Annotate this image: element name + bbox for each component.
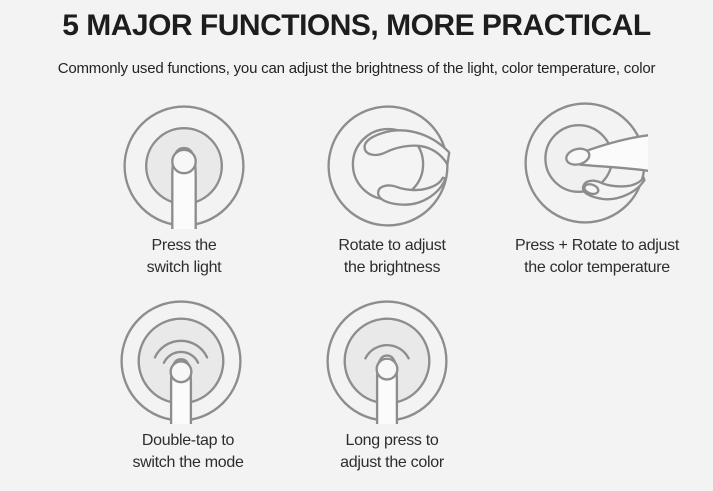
long-press-icon	[324, 298, 450, 424]
press-rotate-icon	[522, 100, 648, 226]
caption-press-rotate: Press + Rotate to adjust the color tempe…	[467, 235, 713, 279]
caption-line: Long press to	[345, 432, 439, 449]
double-tap-icon	[118, 298, 244, 424]
caption-line: switch light	[146, 259, 222, 276]
rotate-icon	[325, 103, 451, 229]
caption-line: Rotate to adjust	[338, 237, 446, 254]
press-icon	[121, 103, 247, 229]
caption-long-press: Long press to adjust the color	[262, 430, 522, 474]
caption-press: Press the switch light	[54, 235, 314, 279]
caption-line: Press + Rotate to adjust	[514, 237, 679, 254]
page-subtitle: Commonly used functions, you can adjust …	[57, 60, 656, 77]
caption-line: the color temperature	[524, 259, 670, 276]
caption-rotate: Rotate to adjust the brightness	[262, 235, 522, 279]
caption-line: Press the	[151, 237, 217, 254]
caption-double-tap: Double-tap to switch the mode	[58, 430, 318, 474]
caption-line: the brightness	[343, 259, 441, 276]
page-title: 5 MAJOR FUNCTIONS, MORE PRACTICAL	[62, 9, 651, 42]
caption-line: adjust the color	[340, 454, 444, 471]
caption-line: Double-tap to	[141, 432, 235, 449]
caption-line: switch the mode	[132, 454, 244, 471]
